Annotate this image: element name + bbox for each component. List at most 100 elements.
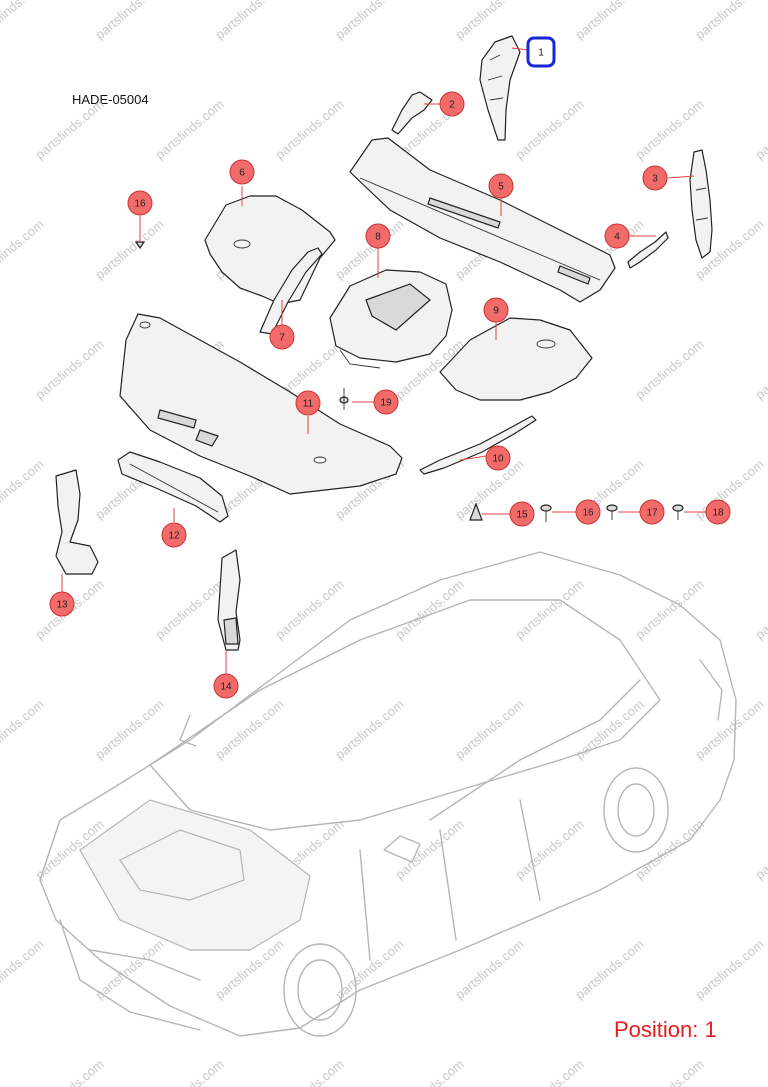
- watermark-text: partsfinds.com: [32, 1056, 106, 1087]
- callout-6[interactable]: 6: [229, 159, 255, 185]
- part-5-cowl-cover[interactable]: [349, 137, 616, 303]
- callout-number: 19: [380, 398, 392, 409]
- watermark-text: partsfinds.com: [452, 0, 526, 42]
- fastener-19-clip[interactable]: [339, 388, 349, 410]
- watermark-text: partsfinds.com: [0, 696, 47, 762]
- diagram-reference-code: HADE-05004: [72, 92, 149, 107]
- watermark-text: partsfinds.com: [32, 336, 106, 402]
- watermark-text: partsfinds.com: [0, 216, 47, 282]
- watermark-text: partsfinds.com: [272, 576, 346, 642]
- callout-12[interactable]: 12: [161, 522, 187, 548]
- callout-number: 11: [303, 399, 314, 410]
- callout-number: 16: [134, 199, 146, 210]
- callout-14[interactable]: 14: [213, 673, 239, 699]
- watermark-text: partsfinds.com: [452, 936, 526, 1002]
- watermark-text: partsfinds.com: [272, 96, 346, 162]
- callout-number: 18: [712, 508, 724, 519]
- fastener-17-screw[interactable]: [606, 504, 618, 520]
- watermark-text: partsfinds.com: [392, 816, 466, 882]
- callout-number: 9: [493, 306, 499, 317]
- callout-16-secondary[interactable]: 16: [127, 190, 153, 216]
- part-10-trim-strip[interactable]: [419, 415, 537, 475]
- callout-number: 17: [646, 508, 658, 519]
- callout-19[interactable]: 19: [373, 389, 399, 415]
- watermark-text: partsfinds.com: [692, 936, 766, 1002]
- callout-number: 5: [498, 182, 504, 193]
- watermark-text: partsfinds.com: [212, 696, 286, 762]
- watermark-text: partsfinds.com: [152, 576, 226, 642]
- callout-3[interactable]: 3: [642, 165, 668, 191]
- watermark-text: partsfinds.com: [752, 576, 768, 642]
- callout-16[interactable]: 16: [575, 499, 601, 525]
- part-9-side-panel[interactable]: [439, 317, 593, 401]
- watermark-text: partsfinds.com: [572, 936, 646, 1002]
- callout-number: 7: [279, 333, 285, 344]
- watermark-text: partsfinds.com: [512, 1056, 586, 1087]
- position-label: Position: 1: [614, 1017, 717, 1042]
- callout-11[interactable]: 11: [295, 390, 321, 416]
- callout-5[interactable]: 5: [488, 173, 514, 199]
- watermark-text: partsfinds.com: [152, 96, 226, 162]
- watermark-text: partsfinds.com: [332, 936, 406, 1002]
- callout-number: 12: [168, 531, 180, 542]
- watermark-text: partsfinds.com: [752, 816, 768, 882]
- part-12-bracket-bar[interactable]: [117, 451, 229, 523]
- watermark-text: partsfinds.com: [32, 96, 106, 162]
- watermark-text: partsfinds.com: [692, 696, 766, 762]
- callout-number: 10: [492, 454, 504, 465]
- watermark-text: partsfinds.com: [92, 0, 166, 42]
- vehicle-illustration: [39, 551, 737, 1037]
- callout-18[interactable]: 18: [705, 499, 731, 525]
- part-1-cowl-trim[interactable]: [479, 35, 521, 141]
- watermark-text: partsfinds.com: [512, 96, 586, 162]
- watermark-text: partsfinds.com: [92, 696, 166, 762]
- callout-number: 15: [516, 510, 528, 521]
- fastener-18-screw[interactable]: [672, 504, 684, 520]
- part-2-bracket[interactable]: [391, 91, 433, 135]
- watermark-text: partsfinds.com: [512, 576, 586, 642]
- watermark-text: partsfinds.com: [332, 696, 406, 762]
- fastener-16-screw[interactable]: [540, 504, 552, 522]
- part-14-air-guide[interactable]: [217, 549, 241, 651]
- watermark-text: partsfinds.com: [752, 1056, 768, 1087]
- watermark-text: partsfinds.com: [632, 1056, 706, 1087]
- watermark-text: partsfinds.com: [752, 336, 768, 402]
- watermark-text: partsfinds.com: [0, 936, 47, 1002]
- callout-number: 16: [582, 508, 594, 519]
- callout-4[interactable]: 4: [604, 223, 630, 249]
- watermark-text: partsfinds.com: [572, 0, 646, 42]
- callout-13[interactable]: 13: [49, 591, 75, 617]
- watermark-text: partsfinds.com: [0, 456, 47, 522]
- callout-15[interactable]: 15: [509, 501, 535, 527]
- callout-number: 6: [239, 168, 245, 179]
- callout-9[interactable]: 9: [483, 297, 509, 323]
- callout-1[interactable]: 1: [526, 36, 556, 68]
- callout-number: 4: [614, 232, 620, 243]
- part-13-air-guide[interactable]: [55, 469, 99, 575]
- callout-8[interactable]: 8: [365, 223, 391, 249]
- part-4-clip-strip[interactable]: [627, 231, 669, 269]
- leader-lines: [61, 47, 706, 674]
- part-3-side-trim[interactable]: [689, 149, 713, 259]
- watermark-text: partsfinds.com: [452, 696, 526, 762]
- part-7-trim-strip[interactable]: [259, 247, 323, 335]
- watermark-text: partsfinds.com: [632, 816, 706, 882]
- part-11-radiator-cover[interactable]: [119, 313, 403, 495]
- watermark-text: partsfinds.com: [152, 1056, 226, 1087]
- watermark-text: partsfinds.com: [392, 576, 466, 642]
- callout-number: 2: [449, 100, 455, 111]
- callout-17[interactable]: 17: [639, 499, 665, 525]
- part-8-engine-cover[interactable]: [329, 269, 453, 369]
- callout-number: 8: [375, 232, 381, 243]
- fastener-15-clip[interactable]: [469, 502, 483, 521]
- callout-2[interactable]: 2: [439, 91, 465, 117]
- callout-10[interactable]: 10: [485, 445, 511, 471]
- callout-number: 1: [538, 48, 544, 59]
- callout-7[interactable]: 7: [269, 324, 295, 350]
- watermark-text: partsfinds.com: [632, 336, 706, 402]
- callout-number: 14: [220, 682, 232, 693]
- watermark-text: partsfinds.com: [332, 0, 406, 42]
- callout-number: 3: [652, 174, 658, 185]
